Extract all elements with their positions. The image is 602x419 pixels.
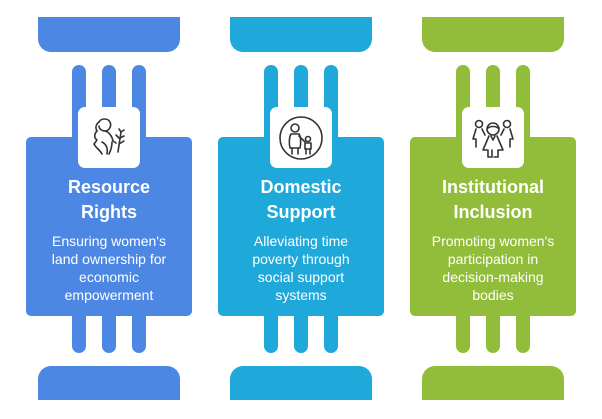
icon-container	[78, 107, 140, 168]
pillar-resource-rights: Resource Rights Ensuring women's land ow…	[26, 0, 192, 419]
pillar-title: Domestic Support	[260, 177, 342, 222]
mother-and-child-icon	[279, 115, 323, 160]
woman-with-plant-icon	[93, 117, 125, 155]
pillar-institutional-inclusion: Institutional Inclusion Promoting women'…	[410, 0, 576, 419]
pillar-capital	[38, 17, 180, 52]
pillar-base	[230, 366, 372, 400]
group-of-people-icon	[472, 119, 514, 158]
pillar-base	[38, 366, 180, 400]
pillar-shaft	[72, 316, 86, 353]
icon-container	[462, 107, 524, 168]
pillar-capital	[230, 17, 372, 52]
pillar-shaft	[516, 316, 530, 353]
pillar-domestic-support: Domestic Support Alleviating time povert…	[218, 0, 384, 419]
pillar-shaft	[486, 316, 500, 353]
pillar-shaft	[264, 316, 278, 353]
pillar-shaft	[132, 316, 146, 353]
pillar-shaft	[294, 316, 308, 353]
pillar-description: Ensuring women's land ownership for econ…	[51, 233, 167, 303]
pillar-capital	[422, 17, 564, 52]
pillar-shaft	[324, 316, 338, 353]
pillar-shaft	[456, 316, 470, 353]
pillar-title: Institutional Inclusion	[442, 177, 544, 222]
pillar-title: Resource Rights	[67, 177, 151, 222]
icon-container	[270, 107, 332, 168]
pillar-shaft	[102, 316, 116, 353]
pillar-base	[422, 366, 564, 400]
pillar-description: Alleviating time poverty through social …	[252, 233, 350, 303]
pillar-description: Promoting women's participation in decis…	[431, 233, 555, 303]
